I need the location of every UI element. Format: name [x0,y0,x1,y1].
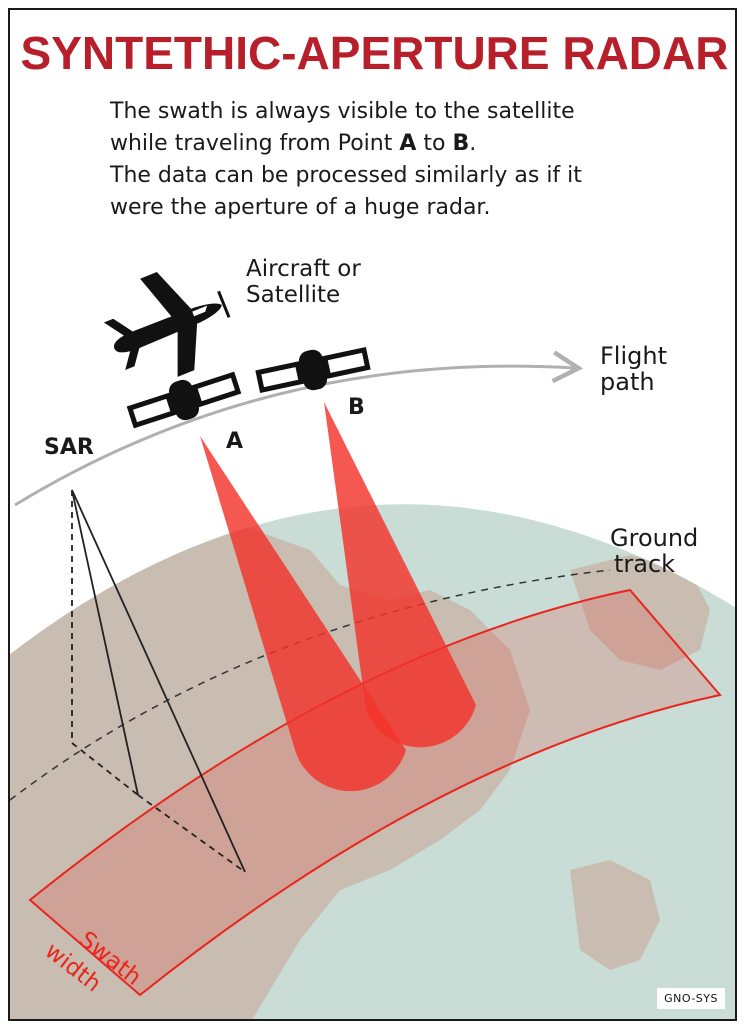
flight-path-label-line-2: path [600,368,655,396]
intro-line-2-pre: while traveling from Point [110,131,400,156]
satellite-a-icon [126,371,242,429]
flight-path-arrow [14,350,584,507]
sar-diagram: Aircraft or Satellite Flight path A B SA… [10,256,735,1019]
flight-path-label-line-1: Flight [600,342,667,370]
intro-point-b: B [452,131,470,156]
infographic-frame: SYNTETHIC-APERTURE RADAR The swath is al… [8,8,737,1021]
intro-point-a: A [399,131,417,156]
sar-line-far [71,489,246,873]
satellite-b-icon [255,347,371,393]
point-a-label: A [226,429,243,454]
aircraft-label-line-1: Aircraft or [246,256,361,282]
intro-text: The swath is always visible to the satel… [110,96,670,224]
ground-track-label-line-2: track [614,550,675,578]
airplane-icon [103,272,231,377]
sar-label: SAR [44,435,94,460]
point-b-label: B [348,395,365,420]
swath-band [28,588,722,997]
aircraft-label-line-2: Satellite [246,282,340,308]
beam-point-b [324,402,476,748]
landmass-south [570,860,660,970]
ground-track-label-line-1: Ground [610,524,698,552]
page-title: SYNTETHIC-APERTURE RADAR [20,27,729,79]
intro-line-4: were the aperture of a huge radar. [110,195,491,220]
intro-line-2: while traveling from Point A to B. [110,128,670,160]
beam-point-a [200,436,406,792]
sar-line-near [71,489,139,796]
intro-line-3: The data can be processed similarly as i… [110,163,582,188]
sar-ground-line-1 [71,742,139,796]
intro-line-2-post: . [469,131,477,156]
credit-badge: GNO-SYS [657,988,725,1009]
intro-line-1: The swath is always visible to the satel… [110,99,575,124]
intro-line-2-mid: to [416,131,453,156]
sar-geometry [71,489,246,873]
